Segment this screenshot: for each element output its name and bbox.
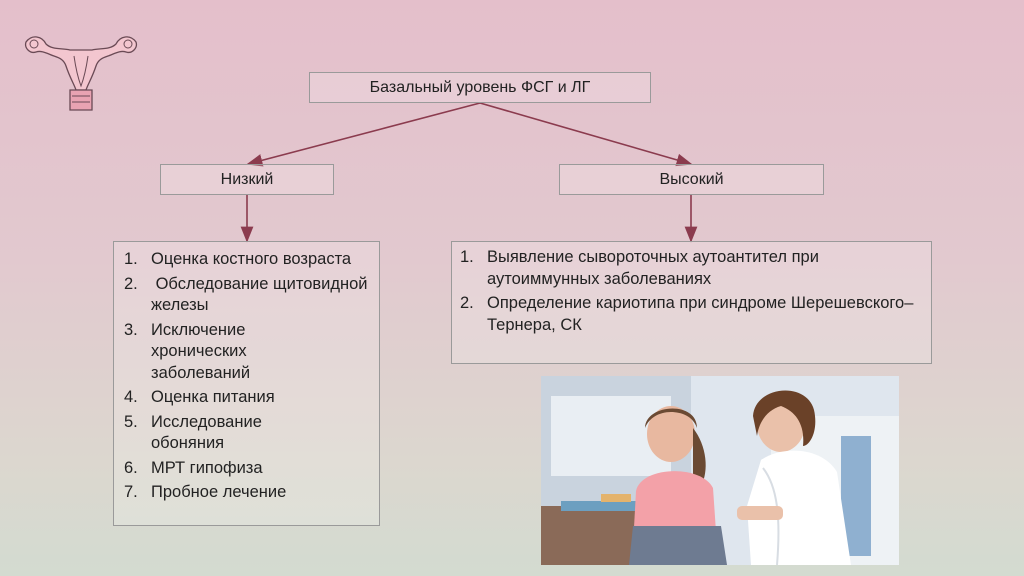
list-item: 2.Определение кариотипа при синдроме Шер…: [460, 294, 914, 334]
high-actions-list: 1.Выявление сывороточных аутоантител при…: [451, 241, 932, 364]
list-item: 4.Оценка питания: [124, 388, 275, 406]
arrow-root-to-low: [246, 102, 481, 167]
list-item: 7.Пробное лечение: [124, 483, 287, 501]
low-node: Низкий: [160, 164, 334, 195]
root-node: Базальный уровень ФСГ и ЛГ: [309, 72, 651, 103]
doctor-patient-photo: [541, 376, 899, 565]
high-label: Высокий: [659, 170, 724, 188]
list-item: 3.Исключение хронических заболеваний: [124, 320, 251, 382]
low-label: Низкий: [220, 170, 274, 188]
list-item: 6.МРТ гипофиза: [124, 458, 263, 477]
root-label: Базальный уровень ФСГ и ЛГ: [369, 78, 591, 96]
uterus-icon: [22, 30, 140, 121]
low-actions-list: 1.Оценка костного возраста 2. Обследован…: [113, 241, 380, 526]
arrow-root-to-high: [479, 102, 693, 167]
high-node: Высокий: [559, 164, 824, 195]
list-item: 5.Исследование обоняния: [124, 412, 262, 453]
list-item: 1.Выявление сывороточных аутоантител при…: [460, 248, 819, 288]
list-item: 1.Оценка костного возраста: [124, 250, 352, 268]
list-item: 2. Обследование щитовидной железы: [124, 274, 373, 315]
